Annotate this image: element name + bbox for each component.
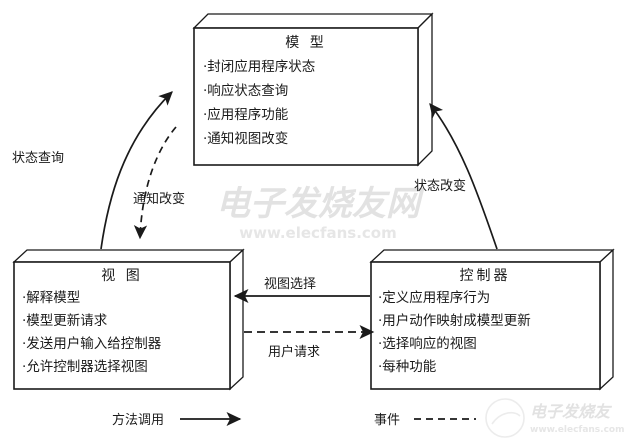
watermark-center-url: www.elecfans.com — [239, 224, 396, 242]
edge-state-change-line — [429, 102, 498, 250]
edge-view-selection: 视图选择 — [233, 277, 370, 304]
box-model-title: 模 型 — [285, 35, 326, 51]
box-controller-title: 控制器 — [460, 268, 511, 284]
box-controller-item-0: ·定义应用程序行为 — [378, 289, 490, 306]
legend-method-call: 方法调用 — [112, 411, 242, 428]
edge-state-query: 状态查询 — [12, 91, 173, 250]
edge-notify-change-label: 通知改变 — [133, 191, 185, 207]
edge-state-change: 状态改变 — [414, 102, 498, 250]
watermark-center: 电子发烧友网 www.elecfans.com — [216, 184, 425, 242]
box-model-top-face — [192, 13, 434, 29]
box-model-item-3: ·通知视图改变 — [203, 130, 288, 147]
box-view-front-face — [13, 261, 231, 390]
box-model-front-face — [193, 27, 419, 166]
box-view-item-3: ·允许控制器选择视图 — [22, 359, 148, 375]
edge-user-request: 用户请求 — [244, 324, 375, 360]
legend-event-label: 事件 — [374, 413, 400, 428]
watermark-corner-url: www.elecfans.com — [530, 425, 624, 435]
edge-state-query-label: 状态查询 — [12, 151, 64, 166]
legend-method-call-label: 方法调用 — [112, 412, 164, 428]
edge-user-request-label: 用户请求 — [268, 344, 320, 360]
box-model[interactable]: 模 型 ·封闭应用程序状态 ·响应状态查询 ·应用程序功能 ·通知视图改变 — [192, 12, 434, 167]
edge-state-change-label: 状态改变 — [414, 178, 466, 194]
edge-state-query-line — [100, 91, 173, 250]
box-view-item-0: ·解释模型 — [22, 290, 80, 306]
box-controller-item-2: ·选择响应的视图 — [378, 335, 477, 352]
box-view-item-1: ·模型更新请求 — [22, 313, 108, 329]
box-model-side-face — [417, 12, 433, 167]
watermark-corner-logo-icon — [485, 398, 525, 438]
edge-notify-change-line — [133, 126, 177, 240]
box-model-item-1: ·响应状态查询 — [203, 82, 288, 99]
box-controller-side-face — [599, 248, 614, 391]
box-controller-item-3: ·每种功能 — [378, 359, 436, 375]
watermark-center-text: 电子发烧友网 — [216, 184, 425, 224]
watermark-corner-text: 电子发烧友 — [530, 402, 613, 421]
box-view-top-face — [12, 249, 245, 263]
box-view-title: 视 图 — [101, 268, 142, 284]
box-controller-front-face — [370, 261, 601, 390]
box-model-item-0: ·封闭应用程序状态 — [203, 58, 315, 75]
box-controller-item-1: ·用户动作映射成模型更新 — [378, 312, 531, 329]
box-model-item-2: ·应用程序功能 — [203, 106, 288, 123]
box-view-item-2: ·发送用户输入给控制器 — [22, 335, 162, 352]
edge-view-selection-label: 视图选择 — [264, 277, 316, 292]
box-view-side-face — [229, 248, 244, 391]
box-controller-top-face — [369, 249, 615, 263]
watermark-corner: 电子发烧友 www.elecfans.com — [485, 398, 624, 438]
box-controller[interactable]: 控制器 ·定义应用程序行为 ·用户动作映射成模型更新 ·选择响应的视图 ·每种功… — [369, 248, 615, 391]
legend-event: 事件 — [374, 413, 476, 428]
box-view[interactable]: 视 图 ·解释模型 ·模型更新请求 ·发送用户输入给控制器 ·允许控制器选择视图 — [12, 248, 245, 391]
edge-notify-change: 通知改变 — [133, 126, 185, 240]
watermark-corner-logo-swoosh — [491, 411, 521, 425]
